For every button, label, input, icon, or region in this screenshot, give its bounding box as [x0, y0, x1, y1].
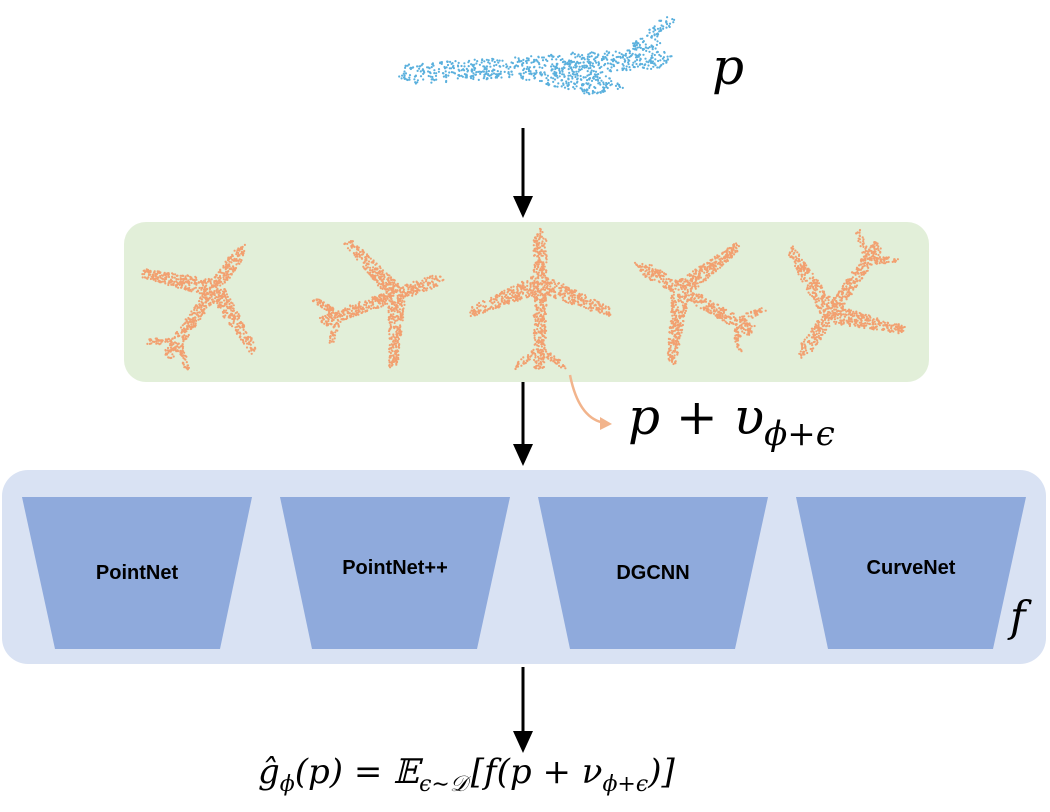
- perturbed-sub: ϕ+ϵ: [764, 414, 835, 454]
- augmented-cloud-2: [311, 240, 445, 369]
- formula-rhs-end: )]: [648, 752, 675, 792]
- models-panel: [2, 470, 1046, 664]
- formula-exp-sub: ϵ∼𝒟: [419, 771, 468, 797]
- arrow-input-to-augment: [513, 128, 533, 218]
- augmented-cloud-1: [141, 243, 257, 371]
- formula-lhs-arg: (p) = 𝔼: [294, 752, 420, 792]
- model-label-dgcnn: DGCNN: [616, 562, 690, 584]
- model-label-pointnetpp: PointNet++: [342, 557, 448, 579]
- model-shape-pointnet: [22, 497, 252, 649]
- model-symbol: f: [1010, 592, 1026, 641]
- model-shape-curvenet: [796, 497, 1026, 649]
- formula-rhs: [f(p + ν: [470, 752, 603, 792]
- input-point-cloud: [398, 16, 676, 96]
- augmented-cloud-5: [788, 228, 906, 359]
- model-label-curvenet: CurveNet: [866, 557, 956, 579]
- augmented-cloud-3: [469, 227, 612, 371]
- model-label-pointnet: PointNet: [95, 562, 179, 584]
- perturbed-expr: p + υ: [628, 388, 765, 446]
- model-shape-pointnetpp: [280, 497, 510, 649]
- augmented-cloud-4: [633, 242, 767, 366]
- annotation-curve-arrow: [568, 374, 612, 430]
- formula-lhs-sub: ϕ: [279, 771, 295, 797]
- input-symbol: p: [712, 38, 745, 96]
- arrow-augment-to-models: [513, 382, 533, 466]
- perturbed-input-label: p + υϕ+ϵ: [628, 388, 835, 454]
- augmented-point-clouds: [141, 227, 906, 371]
- arrow-models-to-output: [513, 667, 533, 753]
- augmentation-panel: [124, 222, 929, 382]
- output-formula: ĝϕ(p) = 𝔼ϵ∼𝒟 [f(p + νϕ+ϵ)]: [258, 752, 675, 797]
- formula-rhs-sub: ϕ+ϵ: [602, 771, 649, 797]
- formula-lhs: ĝ: [258, 752, 280, 792]
- model-shape-dgcnn: [538, 497, 768, 649]
